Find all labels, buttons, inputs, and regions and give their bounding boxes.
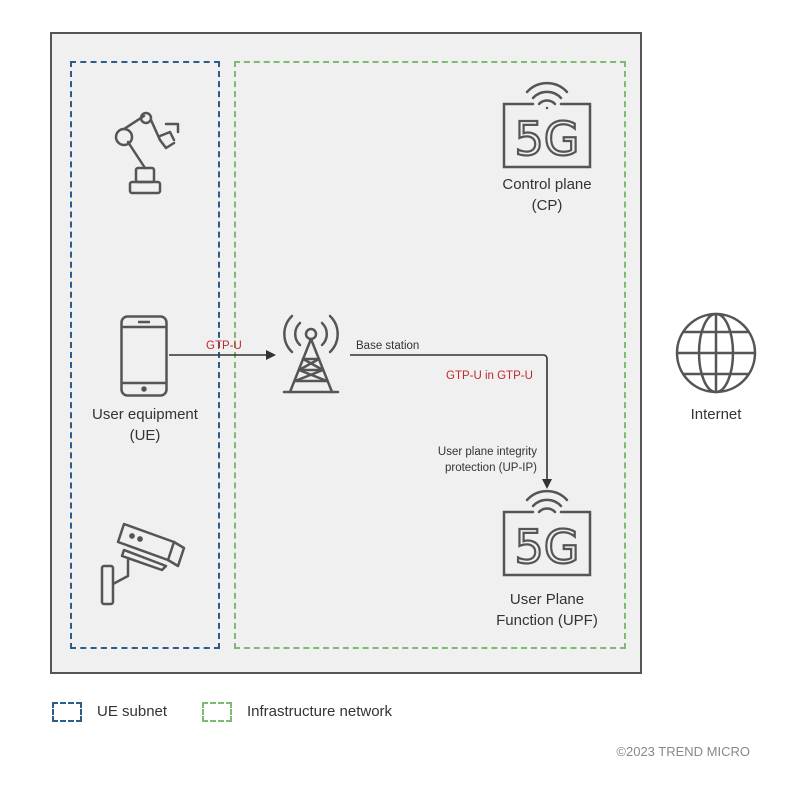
up-ip-note-line2: protection (UP-IP) xyxy=(444,462,537,474)
smartphone-icon xyxy=(120,315,168,397)
control-plane-label: Control plane (CP) xyxy=(472,174,622,216)
ue-label-line1: User equipment xyxy=(92,406,198,423)
edge-base-station-to-upf xyxy=(350,354,552,489)
upf-label: User Plane Function (UPF) xyxy=(472,589,622,631)
control-plane-label-line1: Control plane xyxy=(502,176,592,193)
legend-ue-subnet-label: UE subnet xyxy=(97,703,168,720)
gtp-u-label: GTP-U xyxy=(206,340,242,352)
up-ip-note-line1: User plane integrity xyxy=(437,446,537,458)
gtp-u-in-gtp-u-label: GTP-U in GTP-U xyxy=(446,370,533,382)
ue-label: User equipment (UE) xyxy=(72,404,218,446)
globe-icon xyxy=(675,312,757,394)
security-camera-icon xyxy=(100,522,186,606)
copyright-text: ©2023 TREND MICRO xyxy=(616,744,750,759)
robot-arm-icon xyxy=(114,111,180,195)
up-ip-note: User plane integrity protection (UP-IP) xyxy=(400,444,537,476)
svg-text:5G: 5G xyxy=(515,520,580,574)
base-station-label: Base station xyxy=(356,340,420,352)
legend-infrastructure-swatch xyxy=(202,702,232,722)
legend-infrastructure-label: Infrastructure network xyxy=(247,703,393,720)
network-frame xyxy=(50,32,642,674)
cell-tower-icon xyxy=(282,314,340,394)
svg-text:5G: 5G xyxy=(515,112,580,166)
internet-label: Internet xyxy=(690,406,742,423)
ue-label-line2: (UE) xyxy=(129,427,161,444)
control-plane-label-line2: (CP) xyxy=(531,197,563,214)
5g-icon: 5G xyxy=(502,81,592,169)
5g-icon: 5G xyxy=(502,489,592,577)
upf-label-line1: User Plane xyxy=(509,591,585,608)
legend-ue-subnet-swatch xyxy=(52,702,82,722)
upf-label-line2: Function (UPF) xyxy=(496,612,598,629)
